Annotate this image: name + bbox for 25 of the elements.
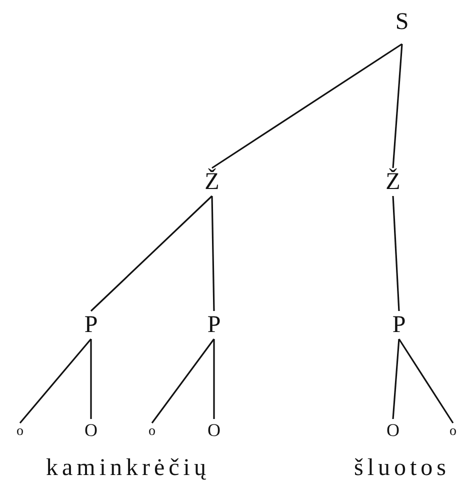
tree-branch-line: [19, 338, 92, 424]
tree-branch-line: [213, 339, 215, 419]
tree-branch-line: [151, 338, 215, 424]
tree-branch-line: [392, 338, 400, 420]
tree-node-label: P: [206, 311, 222, 339]
tree-node-label: S: [394, 8, 410, 36]
tree-node-label: o: [148, 423, 156, 441]
tree-node-label: Ž: [384, 168, 402, 196]
tree-branch-line: [392, 44, 403, 168]
tree-branch-line: [398, 338, 454, 424]
tree-branch-line: [90, 195, 213, 312]
tree-node-label: P: [83, 311, 99, 339]
tree-branch-line: [212, 43, 402, 169]
tree-node-label: O: [206, 419, 222, 441]
word-label: kaminkrėčių: [46, 454, 210, 482]
tree-node-label: P: [391, 311, 407, 339]
word-label: šluotos: [354, 454, 450, 482]
tree-node-label: o: [16, 423, 24, 441]
tree-branch-line: [211, 196, 215, 312]
tree-node-label: Ž: [204, 168, 220, 196]
tree-branch-line: [90, 339, 92, 419]
tree-node-label: O: [84, 419, 98, 441]
tree-node-label: O: [386, 419, 400, 441]
tree-branch-line: [392, 196, 400, 312]
tree-node-label: o: [448, 423, 458, 441]
